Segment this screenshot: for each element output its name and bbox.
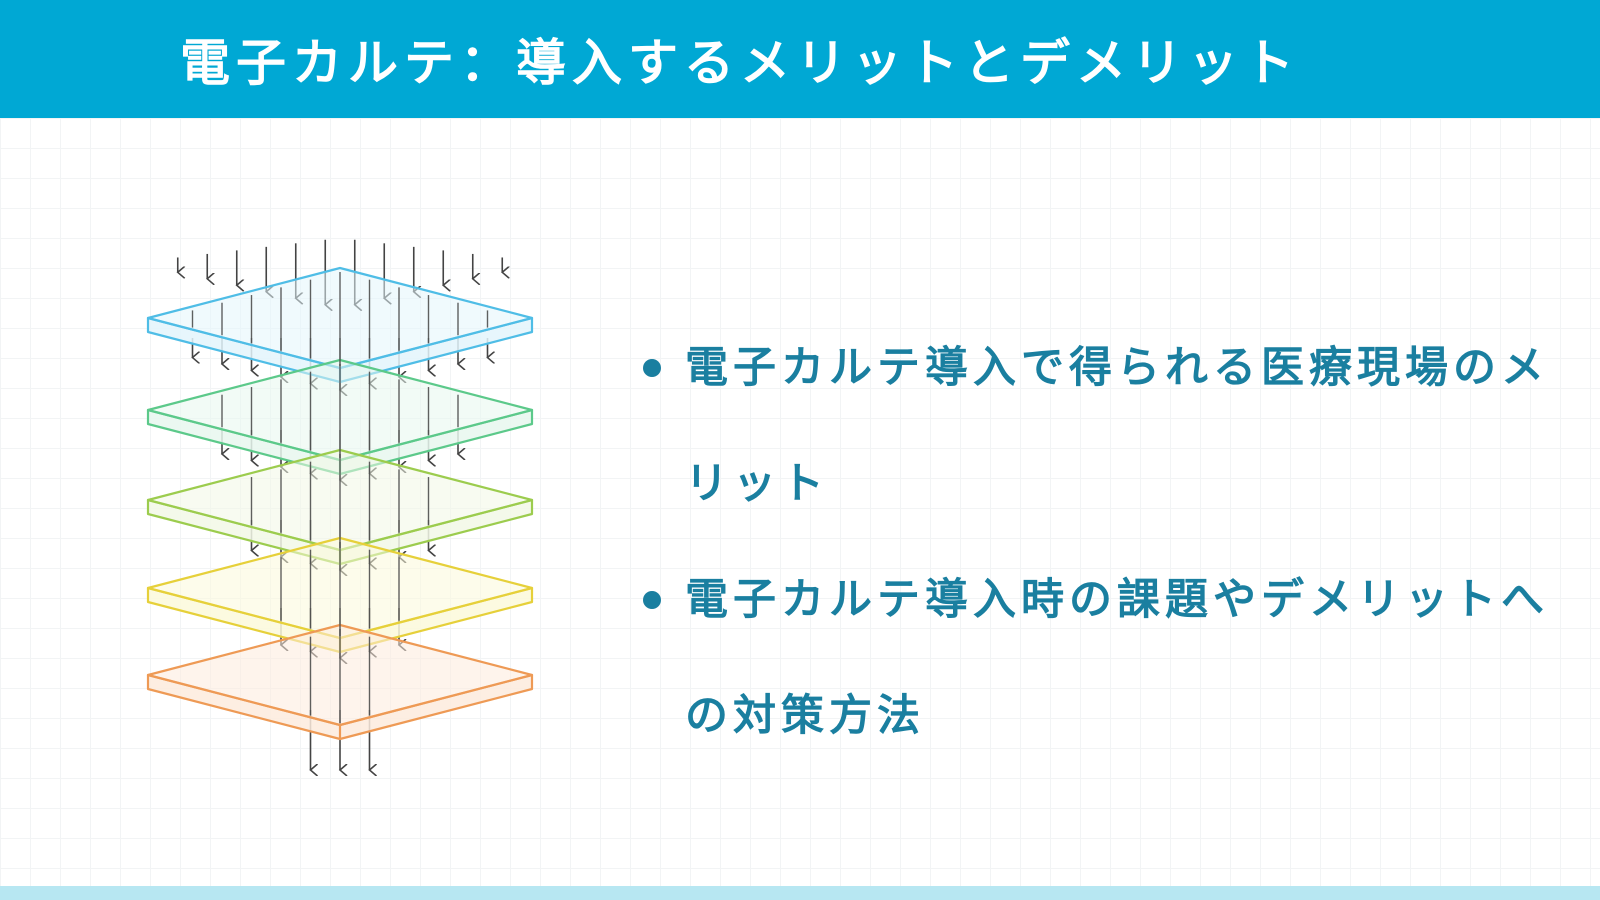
bullet-list: 電子カルテ導入で得られる医療現場のメリット 電子カルテ導入時の課題やデメリットへ… [635, 310, 1575, 774]
bullet-item-merits: 電子カルテ導入で得られる医療現場のメリット [635, 310, 1575, 542]
bullet-item-countermeasures: 電子カルテ導入時の課題やデメリットへの対策方法 [635, 542, 1575, 774]
page-title: 電子カルテ：導入するメリットとデメリット [180, 34, 1300, 92]
bullet-dot-icon [643, 591, 661, 609]
bullet-text: 電子カルテ導入で得られる医療現場のメリット [685, 343, 1549, 509]
layered-filter-diagram [146, 239, 534, 800]
footer-bar [0, 886, 1600, 900]
bullet-text: 電子カルテ導入時の課題やデメリットへの対策方法 [685, 575, 1549, 741]
bullet-dot-icon [643, 359, 661, 377]
header-banner: 電子カルテ：導入するメリットとデメリット [0, 0, 1600, 118]
